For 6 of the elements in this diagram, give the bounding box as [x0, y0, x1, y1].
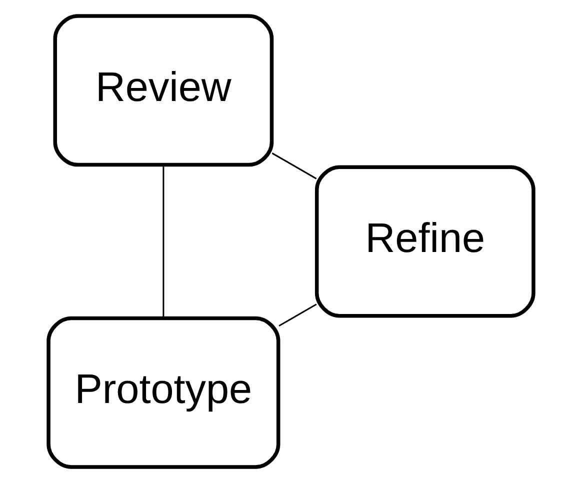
connector — [278, 304, 316, 327]
node-box: Prototype — [46, 316, 280, 469]
node-box: Review — [52, 14, 274, 167]
connector — [271, 152, 316, 180]
connector — [162, 165, 164, 318]
node-box: Refine — [314, 165, 535, 318]
